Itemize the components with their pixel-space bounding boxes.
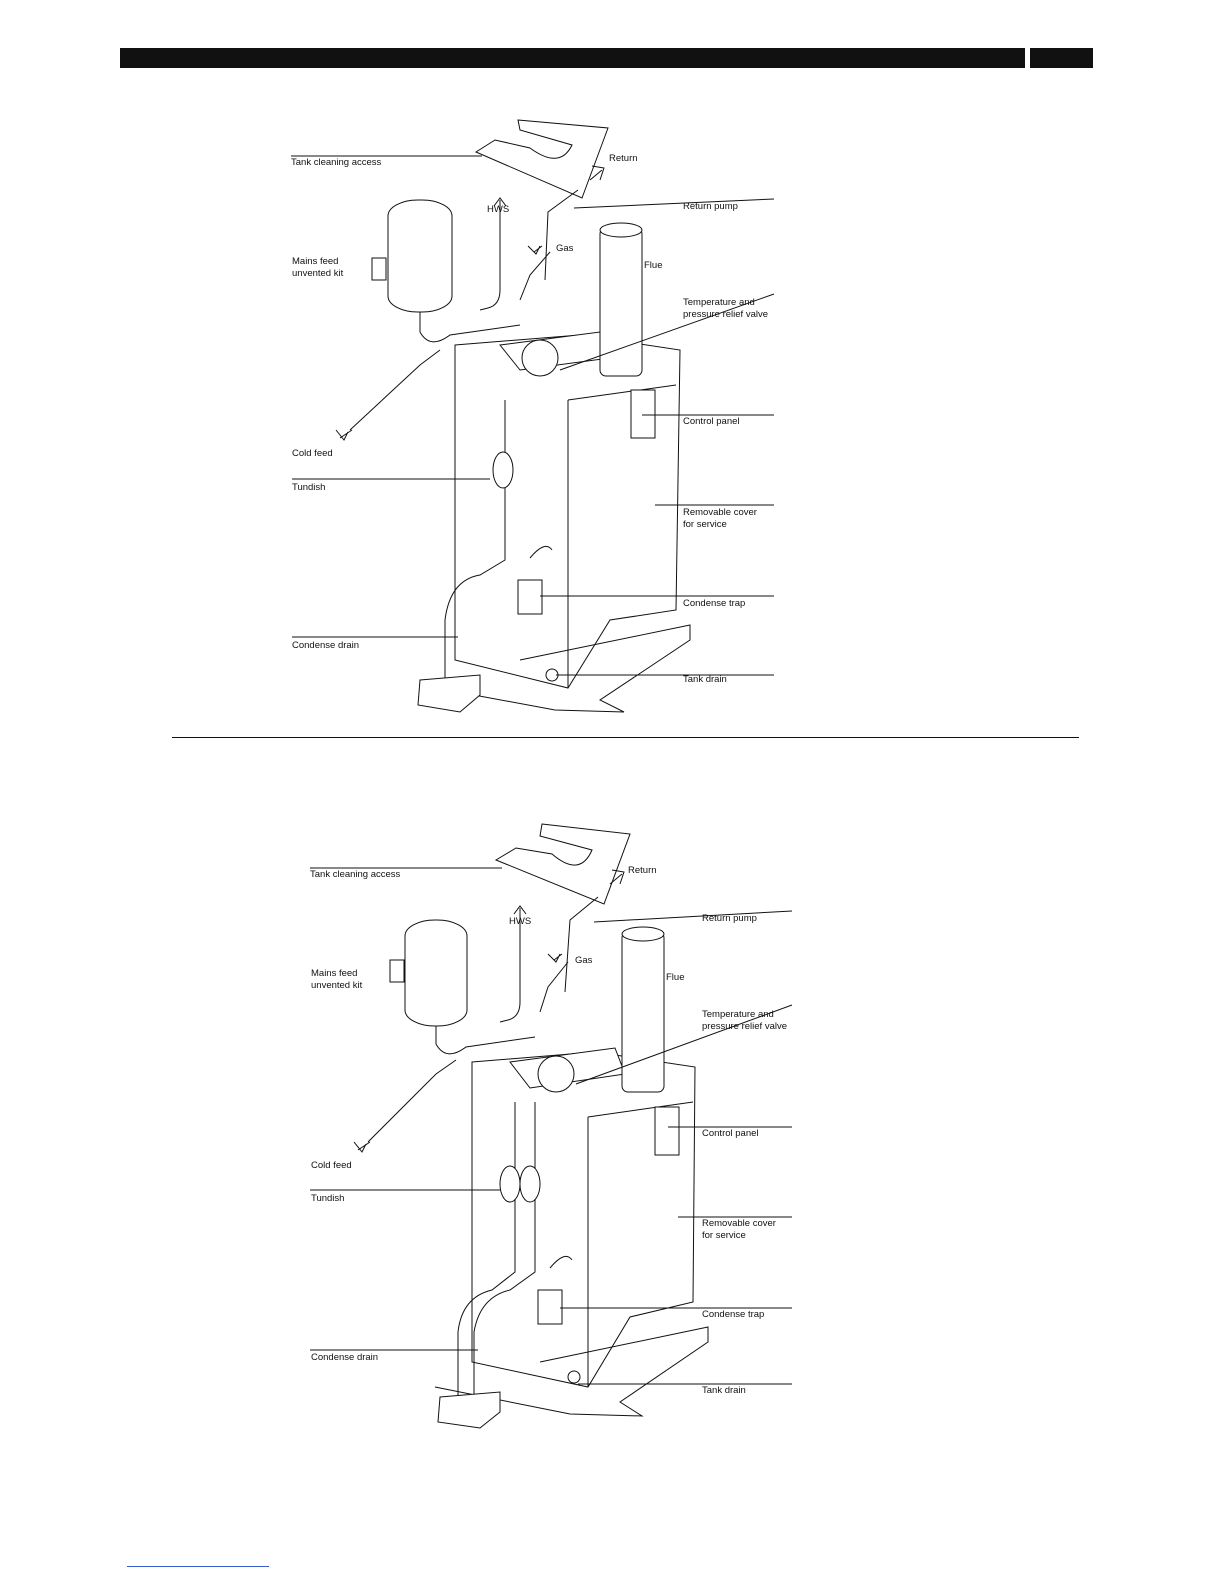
header-page-tab — [1030, 48, 1093, 68]
label-mains-feed: Mains feed unvented kit — [311, 968, 363, 991]
water-heater-illustration-1 — [291, 119, 775, 713]
water-heater-diagram-2: Tank cleaning access Return Return pump … — [0, 812, 1225, 1452]
label-return-pump: Return pump — [683, 201, 738, 212]
label-mains-feed: Mains feed unvented kit — [292, 256, 344, 279]
water-heater-illustration-2 — [310, 823, 793, 1429]
label-gas: Gas — [575, 955, 593, 966]
label-condense-drain: Condense drain — [292, 640, 360, 651]
header-bar — [120, 48, 1025, 68]
label-tank-cleaning-access: Tank cleaning access — [291, 157, 382, 168]
label-tprv: Temperature and pressure relief valve — [683, 297, 769, 320]
label-cold-feed: Cold feed — [292, 448, 333, 459]
label-control-panel: Control panel — [683, 416, 740, 427]
label-condense-trap: Condense trap — [683, 598, 746, 609]
label-condense-trap: Condense trap — [702, 1309, 765, 1320]
label-tank-drain: Tank drain — [702, 1385, 746, 1396]
label-return: Return — [628, 865, 657, 876]
label-cold-feed: Cold feed — [311, 1160, 352, 1171]
label-gas: Gas — [556, 243, 574, 254]
label-return: Return — [609, 153, 638, 164]
label-removable-cover: Removable cover for service — [683, 507, 757, 530]
label-return-pump: Return pump — [702, 913, 757, 924]
footnote-rule — [127, 1566, 269, 1567]
water-heater-diagram-1: Tank cleaning access Return Return pump … — [0, 100, 1225, 730]
label-hws: HWS — [509, 916, 532, 927]
section-divider — [172, 737, 1079, 738]
label-tank-cleaning-access: Tank cleaning access — [310, 869, 401, 880]
label-hws: HWS — [487, 204, 510, 215]
label-condense-drain: Condense drain — [311, 1352, 379, 1363]
label-tank-drain: Tank drain — [683, 674, 727, 685]
label-tundish: Tundish — [311, 1193, 345, 1204]
label-flue: Flue — [644, 260, 663, 271]
label-flue: Flue — [666, 972, 685, 983]
label-removable-cover: Removable cover for service — [702, 1218, 776, 1241]
label-tprv: Temperature and pressure relief valve — [702, 1009, 788, 1032]
label-control-panel: Control panel — [702, 1128, 759, 1139]
label-tundish: Tundish — [292, 482, 326, 493]
